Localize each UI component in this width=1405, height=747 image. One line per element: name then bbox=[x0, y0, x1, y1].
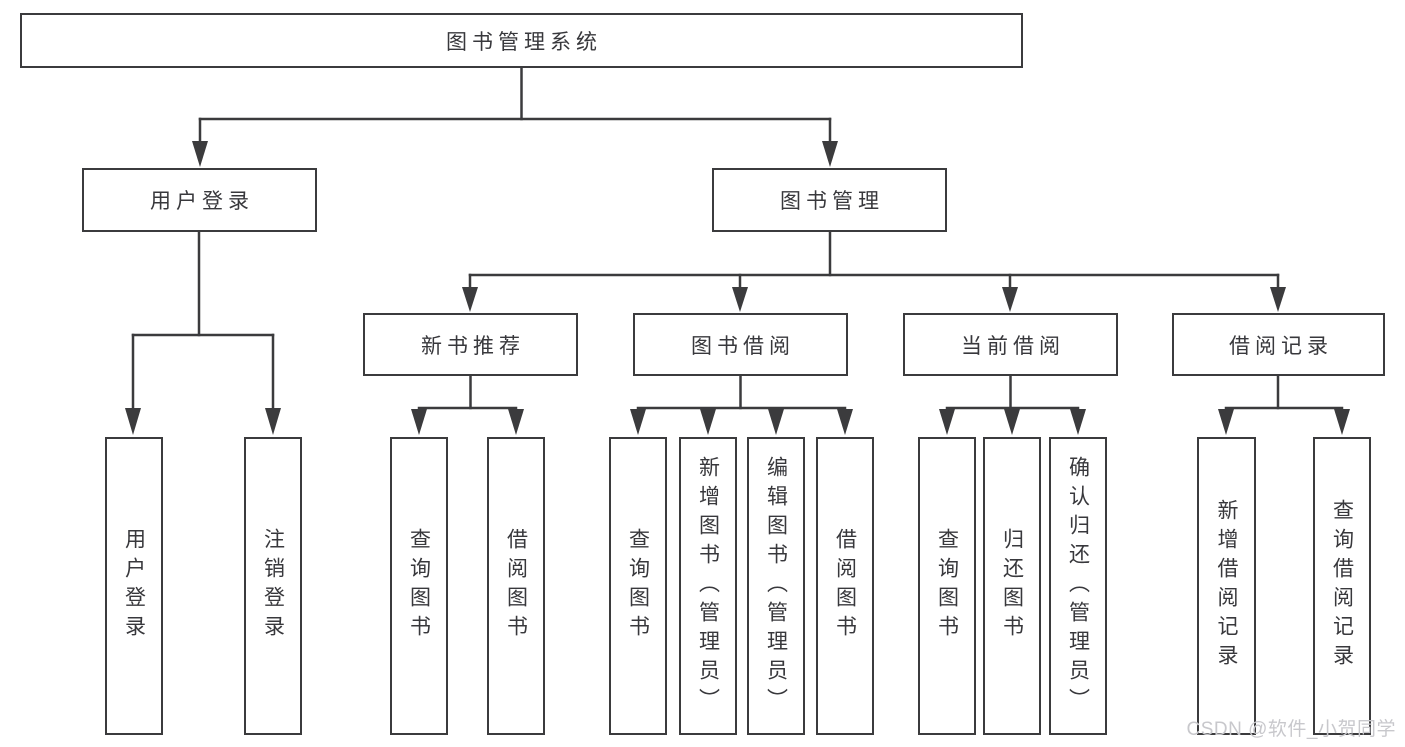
leaf-query-books-recommend: 查询图书 bbox=[390, 437, 448, 735]
csdn-watermark: CSDN @软件_小贺同学 bbox=[1186, 719, 1396, 740]
new-book-recommendation-node: 新书推荐 bbox=[363, 313, 578, 376]
book-management-node: 图书管理 bbox=[712, 168, 947, 232]
book-borrowing-node: 图书借阅 bbox=[633, 313, 848, 376]
current-borrowing-node: 当前借阅 bbox=[903, 313, 1118, 376]
leaf-confirm-return-admin: 确认归还（管理员） bbox=[1049, 437, 1107, 735]
leaf-logout-login: 注销登录 bbox=[244, 437, 302, 735]
leaf-query-books-borrowing: 查询图书 bbox=[609, 437, 667, 735]
leaf-borrow-books-recommend: 借阅图书 bbox=[487, 437, 545, 735]
leaf-edit-books-admin: 编辑图书（管理员） bbox=[747, 437, 805, 735]
leaf-query-borrow-record: 查询借阅记录 bbox=[1313, 437, 1371, 735]
borrowing-records-node: 借阅记录 bbox=[1172, 313, 1385, 376]
leaf-add-borrow-record: 新增借阅记录 bbox=[1197, 437, 1256, 735]
leaf-query-books-current: 查询图书 bbox=[918, 437, 976, 735]
leaf-add-books-admin: 新增图书（管理员） bbox=[679, 437, 737, 735]
leaf-borrow-books-borrowing: 借阅图书 bbox=[816, 437, 874, 735]
leaf-user-login: 用户登录 bbox=[105, 437, 163, 735]
leaf-return-books: 归还图书 bbox=[983, 437, 1041, 735]
system-root-node: 图书管理系统 bbox=[20, 13, 1023, 68]
user-login-node: 用户登录 bbox=[82, 168, 317, 232]
